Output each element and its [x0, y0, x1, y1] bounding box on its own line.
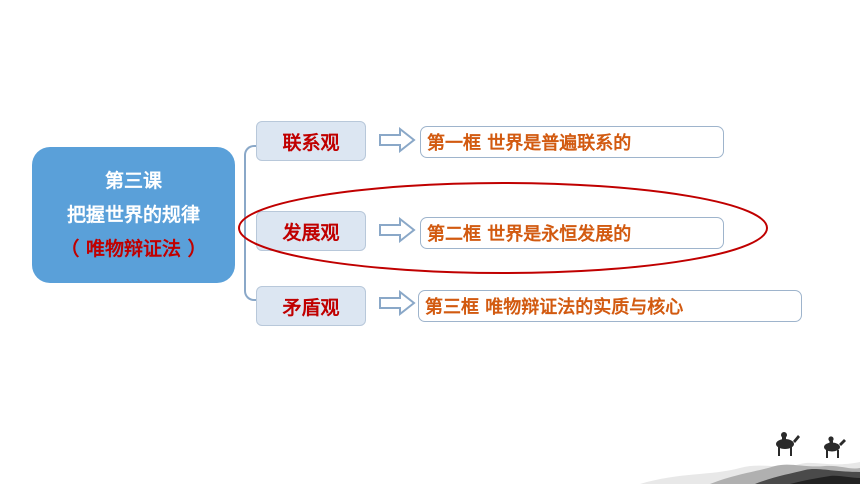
lesson-label: 第二框 世界是永恒发展的	[427, 224, 632, 245]
lesson-number: 第三课	[104, 170, 162, 192]
highlight-ellipse	[238, 182, 768, 274]
concept-development: 发展观	[256, 211, 366, 251]
concept-contradiction: 矛盾观	[256, 286, 366, 326]
ink-landscape-horses-image	[640, 432, 860, 484]
lesson-item-3: 第三框 唯物辩证法的实质与核心	[418, 290, 802, 322]
concept-label: 矛盾观	[282, 296, 340, 319]
lesson-title-box: 第三课 把握世界的规律 （ 唯物辩证法 ）	[32, 147, 235, 283]
horse-rider-icon	[776, 432, 800, 456]
branch-bracket	[244, 145, 256, 301]
lesson-subtitle: （ 唯物辩证法 ）	[60, 238, 207, 260]
lesson-item-1: 第一框 世界是普遍联系的	[420, 126, 724, 158]
lesson-label: 第一框 世界是普遍联系的	[427, 133, 632, 154]
right-arrow-icon	[379, 290, 416, 316]
horse-rider-icon	[824, 436, 846, 458]
right-arrow-icon	[379, 217, 416, 243]
lesson-label: 第三框 唯物辩证法的实质与核心	[425, 297, 684, 318]
concept-connection: 联系观	[256, 121, 366, 161]
lesson-item-2: 第二框 世界是永恒发展的	[420, 217, 724, 249]
concept-label: 联系观	[282, 131, 340, 154]
right-arrow-icon	[379, 127, 416, 153]
concept-label: 发展观	[282, 221, 340, 244]
lesson-title: 把握世界的规律	[66, 204, 200, 226]
